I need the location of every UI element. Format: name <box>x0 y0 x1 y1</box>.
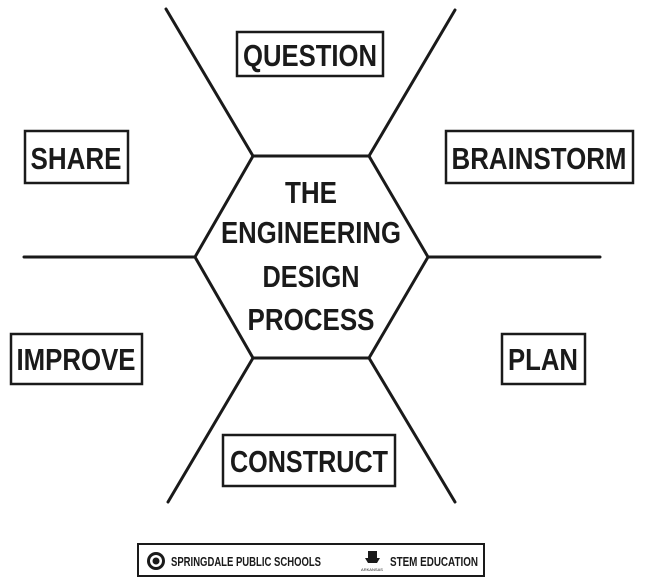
center-title-line-4: PROCESS <box>248 302 375 337</box>
center-title-line-1: THE <box>285 175 337 210</box>
step-brainstorm: BRAINSTORM <box>444 129 635 185</box>
step-brainstorm-label: BRAINSTORM <box>452 141 627 176</box>
spoke-top-right <box>367 8 457 158</box>
step-question-label: QUESTION <box>243 38 377 73</box>
center-title-line-3: DESIGN <box>263 259 360 294</box>
footer-banner-box <box>137 543 485 577</box>
step-construct-label: CONSTRUCT <box>230 444 388 479</box>
footer-seal-caption: ARKANSAS <box>361 567 383 572</box>
center-title-line-2: ENGINEERING <box>221 215 401 250</box>
step-construct: CONSTRUCT <box>221 433 397 488</box>
center-hexagon <box>193 154 430 360</box>
spoke-top-left <box>164 7 255 158</box>
footer-banner: SPRINGDALE PUBLIC SCHOOLS ARKANSAS STEM … <box>137 543 485 577</box>
stem-logo-icon <box>365 551 380 563</box>
step-improve-label: IMPROVE <box>17 342 136 377</box>
step-plan: PLAN <box>500 332 587 386</box>
footer-program-name: STEM EDUCATION <box>390 554 478 569</box>
step-construct-box <box>221 433 397 488</box>
step-share-box <box>23 129 130 185</box>
spoke-lines <box>22 7 602 504</box>
step-improve: IMPROVE <box>9 332 144 386</box>
district-seal-icon <box>147 552 165 570</box>
spoke-bottom-left <box>166 356 255 504</box>
step-plan-label: PLAN <box>508 342 578 377</box>
spoke-bottom-right <box>367 356 457 504</box>
step-question-box <box>235 30 385 78</box>
step-improve-box <box>9 332 144 386</box>
center-title: THE ENGINEERING DESIGN PROCESS <box>221 175 401 337</box>
footer-district-name: SPRINGDALE PUBLIC SCHOOLS <box>171 554 321 569</box>
step-question: QUESTION <box>235 30 385 78</box>
step-plan-box <box>500 332 587 386</box>
step-share-label: SHARE <box>31 141 122 176</box>
step-brainstorm-box <box>444 129 635 185</box>
step-share: SHARE <box>23 129 130 185</box>
